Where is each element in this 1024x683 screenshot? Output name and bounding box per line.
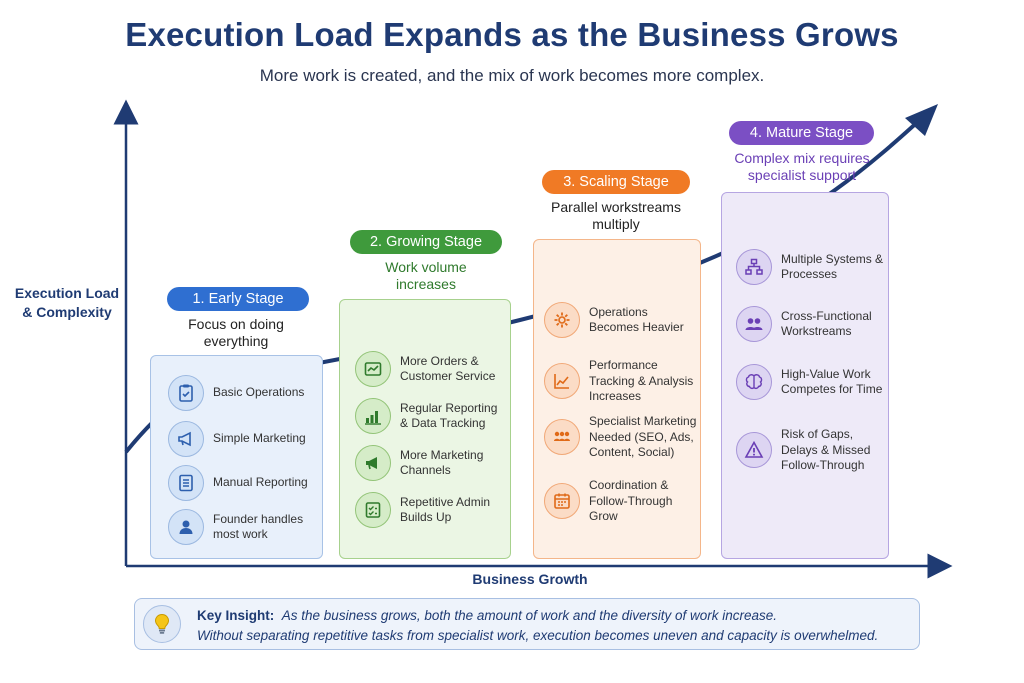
brain-icon bbox=[736, 364, 772, 400]
team-icon bbox=[544, 419, 580, 456]
stage-4-badge: 4. Mature Stage bbox=[729, 121, 874, 145]
stage-1-item-label: Basic Operations bbox=[213, 385, 305, 400]
stage-1-item-label: Simple Marketing bbox=[213, 431, 306, 446]
stage-4-item: Cross-Functional Workstreams bbox=[736, 306, 886, 342]
stage-3-item-label: Operations Becomes Heavier bbox=[589, 304, 684, 335]
key-insight-line-2: Without separating repetitive tasks from… bbox=[197, 628, 879, 643]
stage-3-item-label: Coordination & Follow-Through Grow bbox=[589, 478, 673, 523]
stage-2-item: More Orders & Customer Service bbox=[355, 351, 507, 387]
stage-1-badge: 1. Early Stage bbox=[167, 287, 309, 311]
stage-1-item: Manual Reporting bbox=[168, 465, 318, 501]
user-icon bbox=[168, 509, 204, 545]
hierarchy-icon bbox=[736, 249, 772, 285]
growth-curve-arrowhead bbox=[905, 104, 938, 136]
stage-4-item: Multiple Systems & Processes bbox=[736, 249, 886, 285]
calendar-icon bbox=[544, 483, 580, 520]
stage-2-item: Regular Reporting & Data Tracking bbox=[355, 398, 507, 434]
stage-2-item-label: More Marketing Channels bbox=[400, 447, 484, 478]
stage-4-item-label: Cross-Functional Workstreams bbox=[781, 308, 872, 339]
megaphone-icon bbox=[355, 445, 391, 481]
x-axis-label: Business Growth bbox=[472, 571, 588, 587]
megaphone-icon bbox=[168, 421, 204, 457]
stage-2-badge: 2. Growing Stage bbox=[350, 230, 502, 254]
stage-3-badge: 3. Scaling Stage bbox=[542, 170, 690, 194]
stage-3-note: Parallel workstreams multiply bbox=[551, 199, 681, 232]
key-insight-heading: Key Insight: bbox=[197, 608, 275, 623]
document-list-icon bbox=[168, 465, 204, 501]
stage-3-item: Performance Tracking & Analysis Increase… bbox=[544, 358, 699, 405]
stage-2-item-label: More Orders & Customer Service bbox=[400, 353, 496, 384]
key-insight-line-1: As the business grows, both the amount o… bbox=[281, 608, 778, 623]
key-insight-text: Key Insight: As the business grows, both… bbox=[197, 606, 913, 646]
stage-4-item-label: High-Value Work Competes for Time bbox=[781, 366, 883, 397]
stage-4-item: Risk of Gaps, Delays & Missed Follow-Thr… bbox=[736, 427, 886, 474]
page-subtitle: More work is created, and the mix of wor… bbox=[259, 66, 765, 85]
stage-1-item: Founder handles most work bbox=[168, 509, 318, 545]
stage-4-item-label: Multiple Systems & Processes bbox=[781, 251, 884, 282]
clipboard-check-icon bbox=[168, 375, 204, 411]
stage-1-item-label: Founder handles most work bbox=[213, 511, 304, 542]
stage-2-item-label: Repetitive Admin Builds Up bbox=[400, 494, 491, 525]
people-icon bbox=[736, 306, 772, 342]
gear-icon bbox=[544, 302, 580, 338]
bar-chart-icon bbox=[355, 398, 391, 434]
stage-2-item: More Marketing Channels bbox=[355, 445, 507, 481]
stage-4-item-label: Risk of Gaps, Delays & Missed Follow-Thr… bbox=[781, 427, 871, 472]
stage-1-item-label: Manual Reporting bbox=[213, 475, 308, 490]
page-title: Execution Load Expands as the Business G… bbox=[125, 16, 899, 53]
checklist-icon bbox=[355, 492, 391, 528]
stage-3-item: Coordination & Follow-Through Grow bbox=[544, 478, 699, 525]
stage-3-item-label: Performance Tracking & Analysis Increase… bbox=[589, 358, 694, 403]
stage-3-item: Operations Becomes Heavier bbox=[544, 302, 699, 338]
stage-1-item: Basic Operations bbox=[168, 375, 318, 411]
trend-chart-icon bbox=[544, 363, 580, 400]
y-axis-label: Execution Load & Complexity bbox=[14, 285, 120, 320]
stage-2-item: Repetitive Admin Builds Up bbox=[355, 492, 507, 528]
stage-2-note: Work volume increases bbox=[385, 259, 467, 292]
stage-2-item-label: Regular Reporting & Data Tracking bbox=[400, 400, 498, 431]
key-insight-box: Key Insight: As the business grows, both… bbox=[134, 598, 920, 650]
stage-4-note: Complex mix requires specialist support bbox=[734, 150, 870, 183]
stage-3-item: Specialist Marketing Needed (SEO, Ads, C… bbox=[544, 414, 699, 461]
stage-1-item: Simple Marketing bbox=[168, 421, 318, 457]
chart-window-icon bbox=[355, 351, 391, 387]
stage-1-note: Focus on doing everything bbox=[188, 316, 284, 349]
warning-icon bbox=[736, 432, 772, 469]
stage-3-item-label: Specialist Marketing Needed (SEO, Ads, C… bbox=[589, 414, 697, 459]
lightbulb-icon bbox=[143, 605, 181, 643]
stage-4-item: High-Value Work Competes for Time bbox=[736, 364, 886, 400]
